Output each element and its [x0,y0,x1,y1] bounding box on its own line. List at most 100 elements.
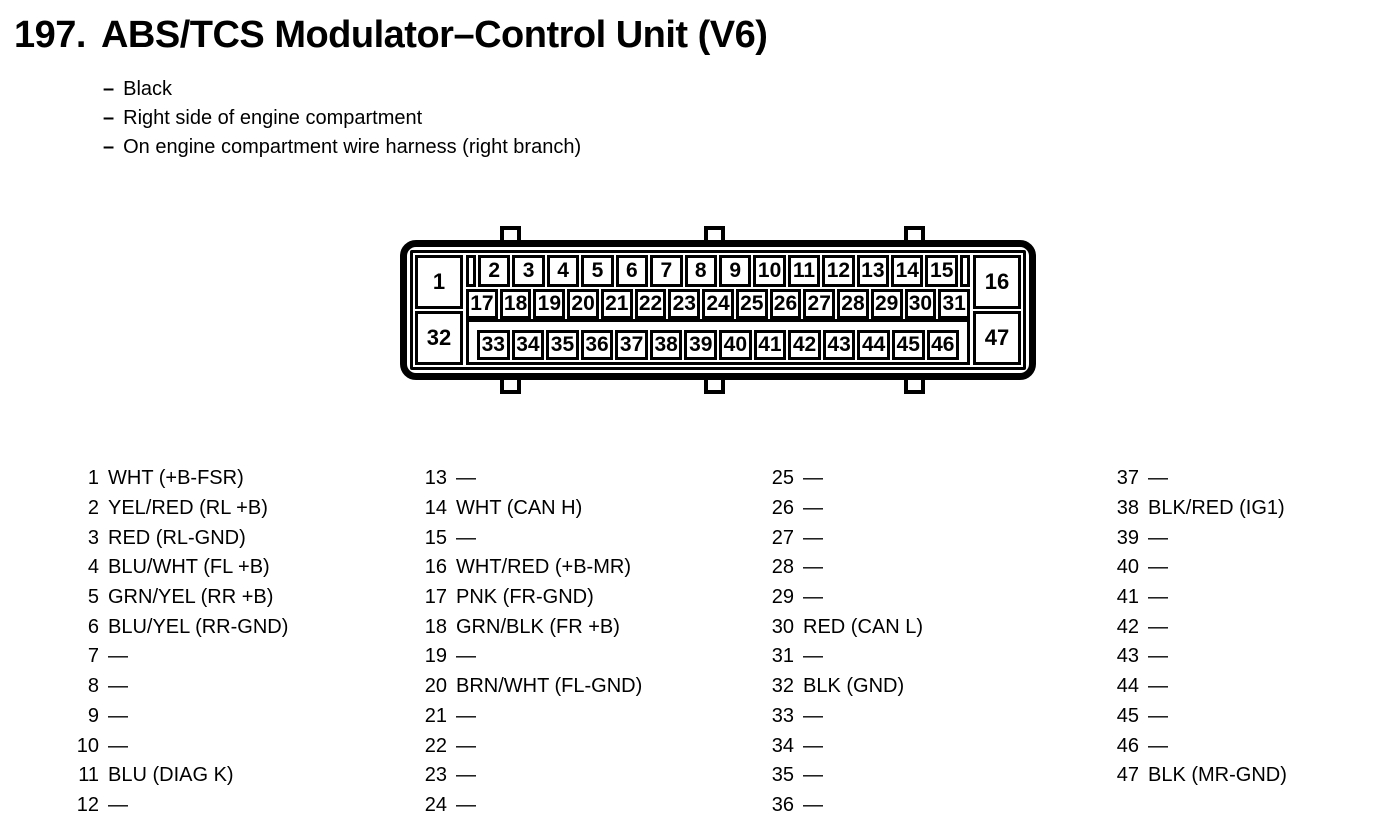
pin-list-column-3: 25 — 26 — 27 — 28 — 29 — 30 RED (CAN L) … [767,464,923,820]
pin-row: 3 RED (RL-GND) [72,523,288,553]
pin-label: BLU (DIAG K) [108,764,234,787]
pin-row: 34 — [767,731,923,761]
pin-label: — [803,704,823,727]
pin-label: — [456,526,476,549]
pin-row: 41 — [1112,583,1287,613]
pin-label: — [803,764,823,787]
pin-cell: 33 [477,330,510,360]
pin-label: GRN/BLK (FR +B) [456,615,620,638]
pin-cell: 14 [891,255,924,287]
pin-label: — [803,645,823,668]
pin-cell: 4 [546,255,580,287]
pin-number: 18 [424,615,447,638]
pin-number: 12 [76,793,99,816]
pin-label: BRN/WHT (FL-GND) [456,675,643,698]
pin-row: 13 — [420,464,642,494]
section-number: 197. [14,14,86,56]
pin-row: 44 — [1112,672,1287,702]
pin-row: 42 — [1112,612,1287,642]
pin-cell: 19 [533,289,566,319]
pin-label: — [456,734,476,757]
pin-number: 36 [771,793,794,816]
pin-row: 29 — [767,583,923,613]
pin-row: 19 — [420,642,642,672]
pin-row: 24 — [420,791,642,821]
pin-label: — [108,734,128,757]
pin-label: — [108,704,128,727]
pin-cell: 6 [615,255,649,287]
pin-cell: 29 [870,289,903,319]
pin-cell: 36 [580,330,614,360]
pin-number: 32 [771,675,794,698]
pin-label: BLK/RED (IG1) [1148,497,1285,520]
pin-number: 33 [771,704,794,727]
pin-number: 47 [1116,764,1139,787]
note-text: On engine compartment wire harness (righ… [123,136,582,158]
pin-label: — [803,556,823,579]
pin-label: — [1148,556,1168,579]
pin-row: 16 WHT/RED (+B-MR) [420,553,642,583]
pin-row: 28 — [767,553,923,583]
pin-row: 46 — [1112,731,1287,761]
pin-number: 7 [87,645,99,668]
pin-number: 35 [771,764,794,787]
pin-list-column-1: 1 WHT (+B-FSR) 2 YEL/RED (RL +B) 3 RED (… [72,464,289,820]
pin-row: 27 — [767,523,923,553]
pin-number: 41 [1116,586,1139,609]
pin-number: 24 [424,793,447,816]
pin-cell: 38 [649,330,683,360]
pin-cell: 18 [499,289,532,319]
pin-label: — [1148,615,1168,638]
pin-cell: 39 [684,330,718,360]
note-line: – On engine compartment wire harness (ri… [103,133,581,162]
pin-row: 22 — [420,731,642,761]
pin-label: — [108,645,128,668]
pin-number: 39 [1116,526,1139,549]
pin-label: — [803,793,823,816]
pin-number: 30 [771,615,794,638]
pin-cell: 25 [735,289,768,319]
pin-number: 26 [771,497,794,520]
pin-label: WHT/RED (+B-MR) [456,556,631,579]
pin-number: 5 [87,586,99,609]
pin-number: 14 [424,497,447,520]
pin-row: 14 WHT (CAN H) [420,494,642,524]
pin-number: 3 [87,526,99,549]
connector-notes: – Black – Right side of engine compartme… [103,75,581,162]
pin-cell: 40 [719,330,752,360]
pin-number: 34 [771,734,794,757]
pin-number: 15 [424,526,447,549]
pin-number: 8 [87,675,99,698]
pin-number: 10 [76,734,99,757]
pin-label: — [108,793,128,816]
pin-row: 32 BLK (GND) [767,672,923,702]
pin-label: — [1148,645,1168,668]
pin-label: RED (RL-GND) [108,526,246,549]
pin-number: 23 [424,764,447,787]
pin-label: WHT (CAN H) [456,497,583,520]
connector-right-column: 16 47 [973,255,1021,365]
pin-row: 38 BLK/RED (IG1) [1112,494,1287,524]
pin-cell: 2 [478,255,511,287]
pin-row: 43 — [1112,642,1287,672]
pin-label: — [456,645,476,668]
pin-label: BLK (MR-GND) [1148,764,1287,787]
pin-cell: 37 [615,330,648,360]
pin-number: 27 [771,526,794,549]
pin-cell: 17 [466,289,498,319]
pin-cell: 13 [856,255,890,287]
pin-number: 37 [1116,467,1139,490]
pin-cell: 3 [512,255,545,287]
blank-cell [959,255,970,287]
pin-number: 44 [1116,675,1139,698]
pin-cell: 10 [753,255,786,287]
pin-row: 30 RED (CAN L) [767,612,923,642]
note-dash: – [103,136,115,158]
pin-number: 2 [87,497,99,520]
pin-cell: 30 [904,289,937,319]
pin-cell: 15 [925,255,958,287]
